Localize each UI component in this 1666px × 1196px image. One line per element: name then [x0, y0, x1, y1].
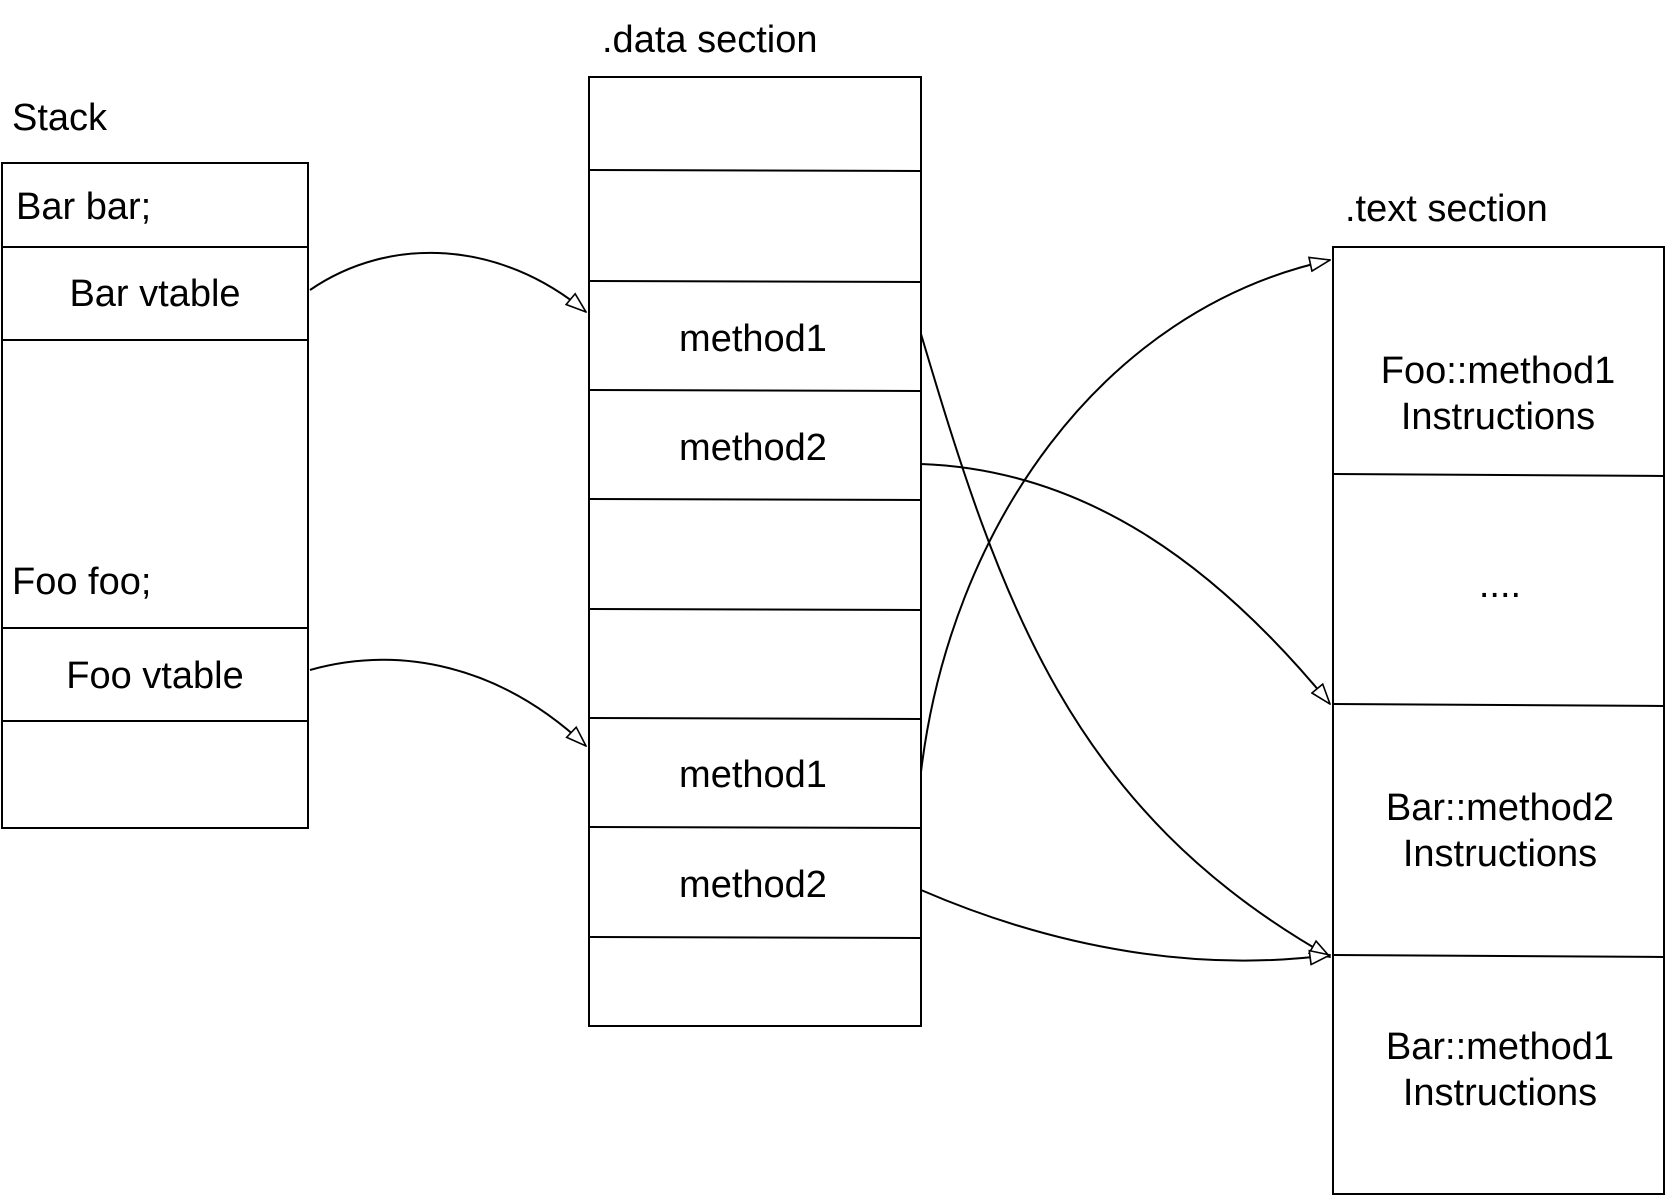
- foo-method2-slot: method2: [679, 864, 827, 906]
- foo-method1-slot: method1: [679, 754, 827, 796]
- text-section-title: .text section: [1345, 188, 1548, 230]
- ellipsis-label: ....: [1479, 564, 1521, 606]
- arrow-bar-method1-to-text: [920, 333, 1330, 957]
- stack-box: [1, 162, 309, 829]
- data-divider: [588, 280, 922, 283]
- bar-method2-instructions-title: Bar::method2: [1386, 787, 1614, 829]
- data-divider: [588, 826, 922, 829]
- stack-title: Stack: [12, 97, 108, 139]
- bar-method1-instructions-title: Bar::method1: [1386, 1026, 1614, 1068]
- bar-method2-instructions-label: Instructions: [1403, 833, 1597, 875]
- data-divider: [588, 169, 922, 172]
- data-section-column: .data section method1 method2 method1 me…: [588, 19, 922, 1027]
- arrow-bar-vtable-to-data: [309, 251, 586, 312]
- foo-method1-instructions-title: Foo::method1: [1381, 350, 1615, 392]
- data-divider: [588, 936, 922, 939]
- bar-vtable-cell: Bar vtable: [69, 273, 240, 315]
- data-divider: [588, 608, 922, 611]
- foo-declaration: Foo foo;: [12, 561, 151, 603]
- data-section-title: .data section: [602, 19, 817, 61]
- bar-method1-slot: method1: [679, 318, 827, 360]
- bar-declaration: Bar bar;: [16, 186, 151, 228]
- data-section-box: [588, 76, 922, 1027]
- pointer-arrows: [309, 251, 1330, 961]
- arrow-foo-method1-to-text: [920, 260, 1330, 773]
- bar-method2-slot: method2: [679, 427, 827, 469]
- text-divider: [1332, 954, 1665, 958]
- data-divider: [588, 498, 922, 501]
- arrow-foo-method2-to-text: [920, 889, 1330, 961]
- data-divider: [588, 717, 922, 720]
- text-divider: [1332, 473, 1665, 477]
- text-section-column: .text section Foo::method1 Instructions …: [1332, 188, 1665, 1195]
- foo-method1-instructions-label: Instructions: [1401, 396, 1595, 438]
- data-divider: [588, 389, 922, 392]
- text-divider: [1332, 703, 1665, 707]
- bar-method1-instructions-label: Instructions: [1403, 1072, 1597, 1114]
- stack-column: Stack Bar bar; Bar vtable Foo foo; Foo v…: [1, 97, 309, 829]
- arrow-foo-vtable-to-data: [309, 658, 586, 746]
- arrow-bar-method2-to-text: [920, 463, 1330, 704]
- foo-vtable-cell: Foo vtable: [66, 655, 243, 697]
- text-section-box: [1332, 246, 1665, 1195]
